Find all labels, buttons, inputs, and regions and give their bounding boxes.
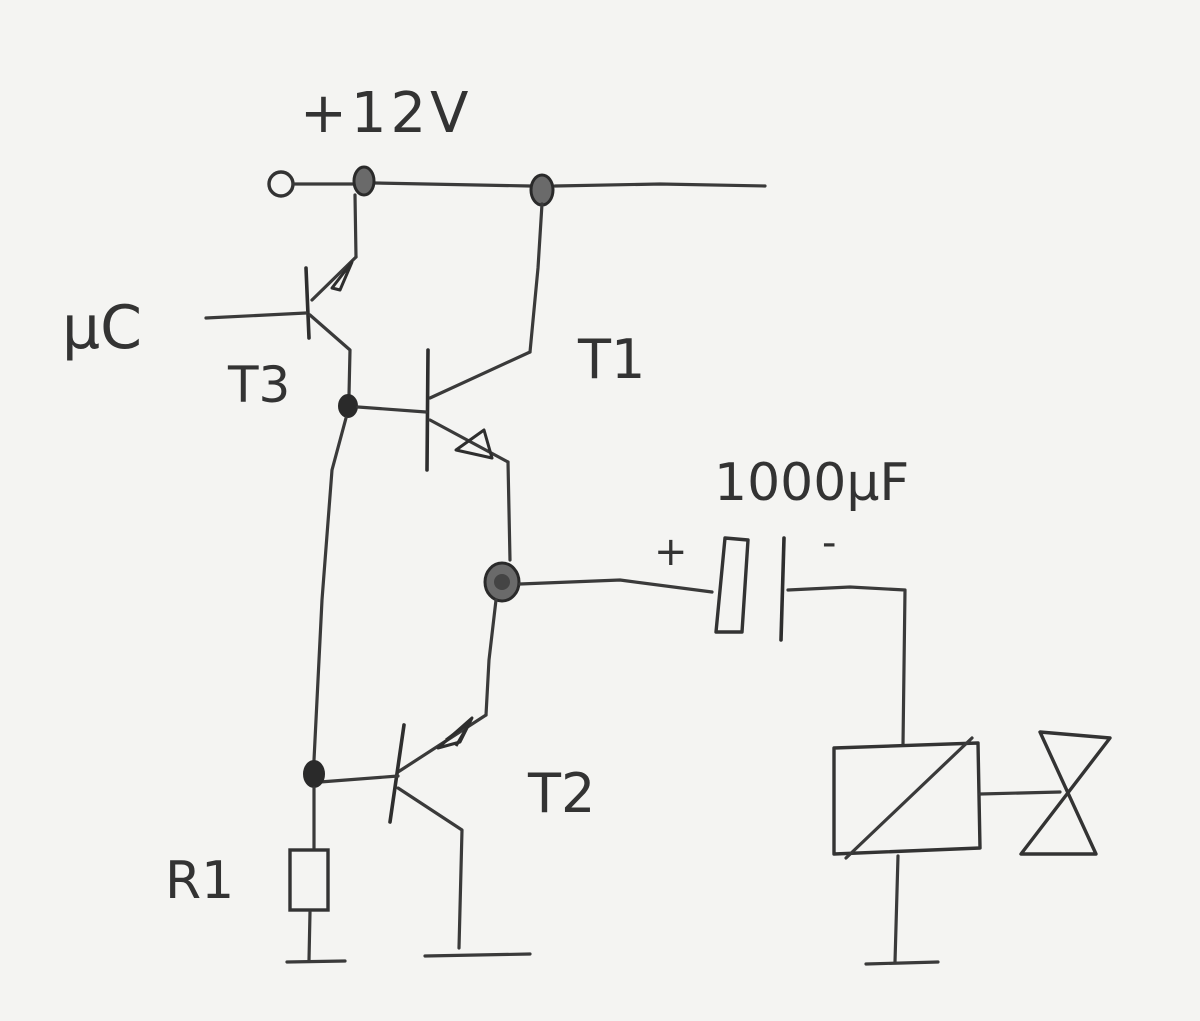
resistor-r1-body	[288, 848, 330, 912]
junction-node	[338, 394, 358, 418]
junction-node	[529, 173, 555, 207]
supply-terminal	[267, 170, 295, 198]
junction-node	[352, 165, 376, 197]
t1-label: T1	[577, 328, 645, 391]
transistor-t1	[356, 202, 544, 562]
transistor-t2	[318, 598, 532, 958]
capacitor-minus-label: -	[822, 520, 836, 566]
t2-label: T2	[527, 762, 595, 825]
capacitor-plus-label: +	[654, 529, 688, 575]
valve-icon	[1019, 730, 1112, 856]
resistor-r1	[285, 786, 347, 964]
microcontroller-label: μC	[62, 293, 142, 363]
bias-wire	[312, 416, 348, 762]
r1-label: R1	[165, 851, 234, 911]
supply-rail	[267, 165, 767, 207]
capacitor-negative-plate	[779, 536, 786, 642]
capacitor-1000uf	[518, 536, 907, 747]
capacitor-value-label: 1000μF	[714, 453, 909, 513]
supply-label: +12V	[300, 81, 473, 146]
relay-coil	[832, 736, 1062, 966]
relay-linkage	[978, 790, 1062, 796]
transistor-t3	[204, 193, 358, 418]
t3-label: T3	[227, 356, 290, 414]
capacitor-positive-plate	[714, 536, 750, 634]
junction-node	[303, 760, 325, 788]
